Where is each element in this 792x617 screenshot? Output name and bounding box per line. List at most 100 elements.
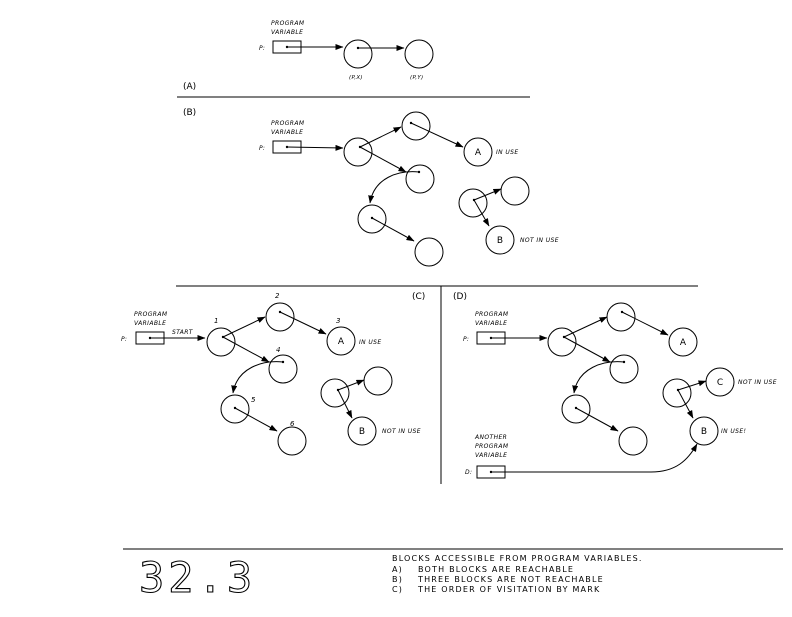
- start-label: START: [172, 329, 194, 336]
- node-px: [343, 39, 373, 69]
- edge-arrow: [234, 407, 278, 432]
- node-b: [485, 225, 515, 255]
- edge-arrow: [575, 407, 619, 432]
- node-b: [347, 416, 377, 446]
- section-label-b: (B): [183, 108, 196, 118]
- node: [277, 426, 307, 456]
- node-px-label: (P,X): [349, 75, 363, 81]
- node-a: [668, 327, 698, 357]
- node-b-label: B: [359, 427, 365, 437]
- node-py: [404, 39, 434, 69]
- pointer2-arrow: [491, 443, 698, 473]
- in-use-label: IN USE: [359, 339, 382, 346]
- node: [618, 426, 648, 456]
- node: [268, 354, 298, 384]
- node: [500, 176, 530, 206]
- program-variable-label-line1: PROGRAM: [271, 20, 305, 27]
- pointer-label: P:: [463, 336, 469, 343]
- program-variable-label-line1: PROGRAM: [134, 311, 168, 318]
- node: [458, 188, 488, 218]
- node: [547, 327, 577, 357]
- node: [405, 164, 435, 194]
- edge-arrow: [222, 336, 270, 363]
- node-py-label: (P,Y): [410, 75, 423, 81]
- panel-a: PROGRAM VARIABLE P: (P,X) (P,Y) (A): [183, 20, 434, 92]
- not-in-use-label: NOT IN USE: [738, 379, 777, 386]
- section-label-a: (A): [183, 82, 196, 92]
- order-number-5: 5: [251, 396, 256, 404]
- caption-item-marker: C): [392, 585, 403, 594]
- edge-arrow: [359, 126, 402, 148]
- program-variable-label-line1: PROGRAM: [475, 311, 509, 318]
- program-variable-label-line2: VARIABLE: [475, 320, 507, 327]
- node-a: [463, 137, 493, 167]
- figure-number: 32.3: [139, 553, 256, 602]
- edge-arrow: [337, 389, 353, 419]
- node-b-label: B: [701, 427, 707, 437]
- edge-arrow: [473, 199, 490, 227]
- caption-item-marker: B): [392, 575, 403, 584]
- node: [206, 327, 236, 357]
- edge-arrow: [563, 316, 608, 338]
- edge-arrow: [677, 389, 694, 419]
- program-variable-label-line2: VARIABLE: [271, 129, 303, 136]
- program-variable-label-line2: VARIABLE: [134, 320, 166, 327]
- node: [606, 302, 636, 332]
- node: [363, 366, 393, 396]
- caption-item-text: THREE BLOCKS ARE NOT REACHABLE: [417, 575, 604, 584]
- node: [662, 378, 692, 408]
- order-number-1: 1: [214, 317, 218, 325]
- node: [609, 354, 639, 384]
- edge-arrow: [677, 380, 707, 391]
- panel-c: (C) PROGRAM VARIABLE P: START A B 1 2 3: [121, 292, 425, 456]
- edge-arrow: [621, 311, 669, 336]
- pointer-label: P:: [121, 336, 127, 343]
- curved-edge-arrow: [231, 361, 284, 394]
- another-variable-label-line1: ANOTHER: [474, 434, 507, 441]
- program-variable-label-line2: VARIABLE: [271, 29, 303, 36]
- node-a-label: A: [680, 338, 687, 348]
- in-use-label: IN USE!: [721, 428, 746, 435]
- panel-d: (D) PROGRAM VARIABLE P: A C B NOT IN USE…: [453, 292, 777, 479]
- edge-arrow: [279, 311, 327, 335]
- node: [343, 137, 373, 167]
- order-number-3: 3: [336, 317, 340, 325]
- pointer2-label: D:: [465, 469, 472, 476]
- node-b: [689, 416, 719, 446]
- edge-arrow: [222, 316, 266, 338]
- node-b-label: B: [497, 236, 503, 246]
- node-a-label: A: [475, 148, 482, 158]
- order-number-6: 6: [290, 420, 295, 428]
- edge-arrow: [473, 188, 502, 201]
- node-c-label: C: [717, 378, 723, 388]
- pointer-label: P:: [259, 45, 265, 52]
- not-in-use-label: NOT IN USE: [382, 428, 421, 435]
- node: [401, 111, 431, 141]
- program-variable-label-line1: PROGRAM: [271, 120, 305, 127]
- node-a: [326, 326, 356, 356]
- section-label-d: (D): [453, 292, 467, 302]
- curved-edge-arrow: [572, 361, 625, 394]
- caption: BLOCKS ACCESSIBLE FROM PROGRAM VARIABLES…: [392, 554, 643, 594]
- edge-arrow: [371, 217, 415, 242]
- in-use-label: IN USE: [496, 149, 519, 156]
- section-label-c: (C): [412, 292, 425, 302]
- node: [265, 302, 295, 332]
- edge-arrow: [563, 336, 611, 363]
- node: [414, 237, 444, 267]
- curved-edge-arrow: [368, 171, 420, 204]
- not-in-use-label: NOT IN USE: [520, 237, 559, 244]
- edge-arrow: [410, 122, 464, 148]
- caption-item-text: BOTH BLOCKS ARE REACHABLE: [418, 565, 574, 574]
- order-number-2: 2: [275, 292, 280, 300]
- order-number-4: 4: [276, 346, 280, 354]
- another-variable-label-line2: PROGRAM: [475, 443, 509, 450]
- caption-item-text: THE ORDER OF VISITATION BY MARK: [417, 585, 600, 594]
- caption-item-marker: A): [392, 565, 403, 574]
- pointer-arrow: [286, 144, 344, 151]
- another-variable-label-line3: VARIABLE: [475, 452, 507, 459]
- node: [320, 378, 350, 408]
- caption-title: BLOCKS ACCESSIBLE FROM PROGRAM VARIABLES…: [392, 554, 643, 563]
